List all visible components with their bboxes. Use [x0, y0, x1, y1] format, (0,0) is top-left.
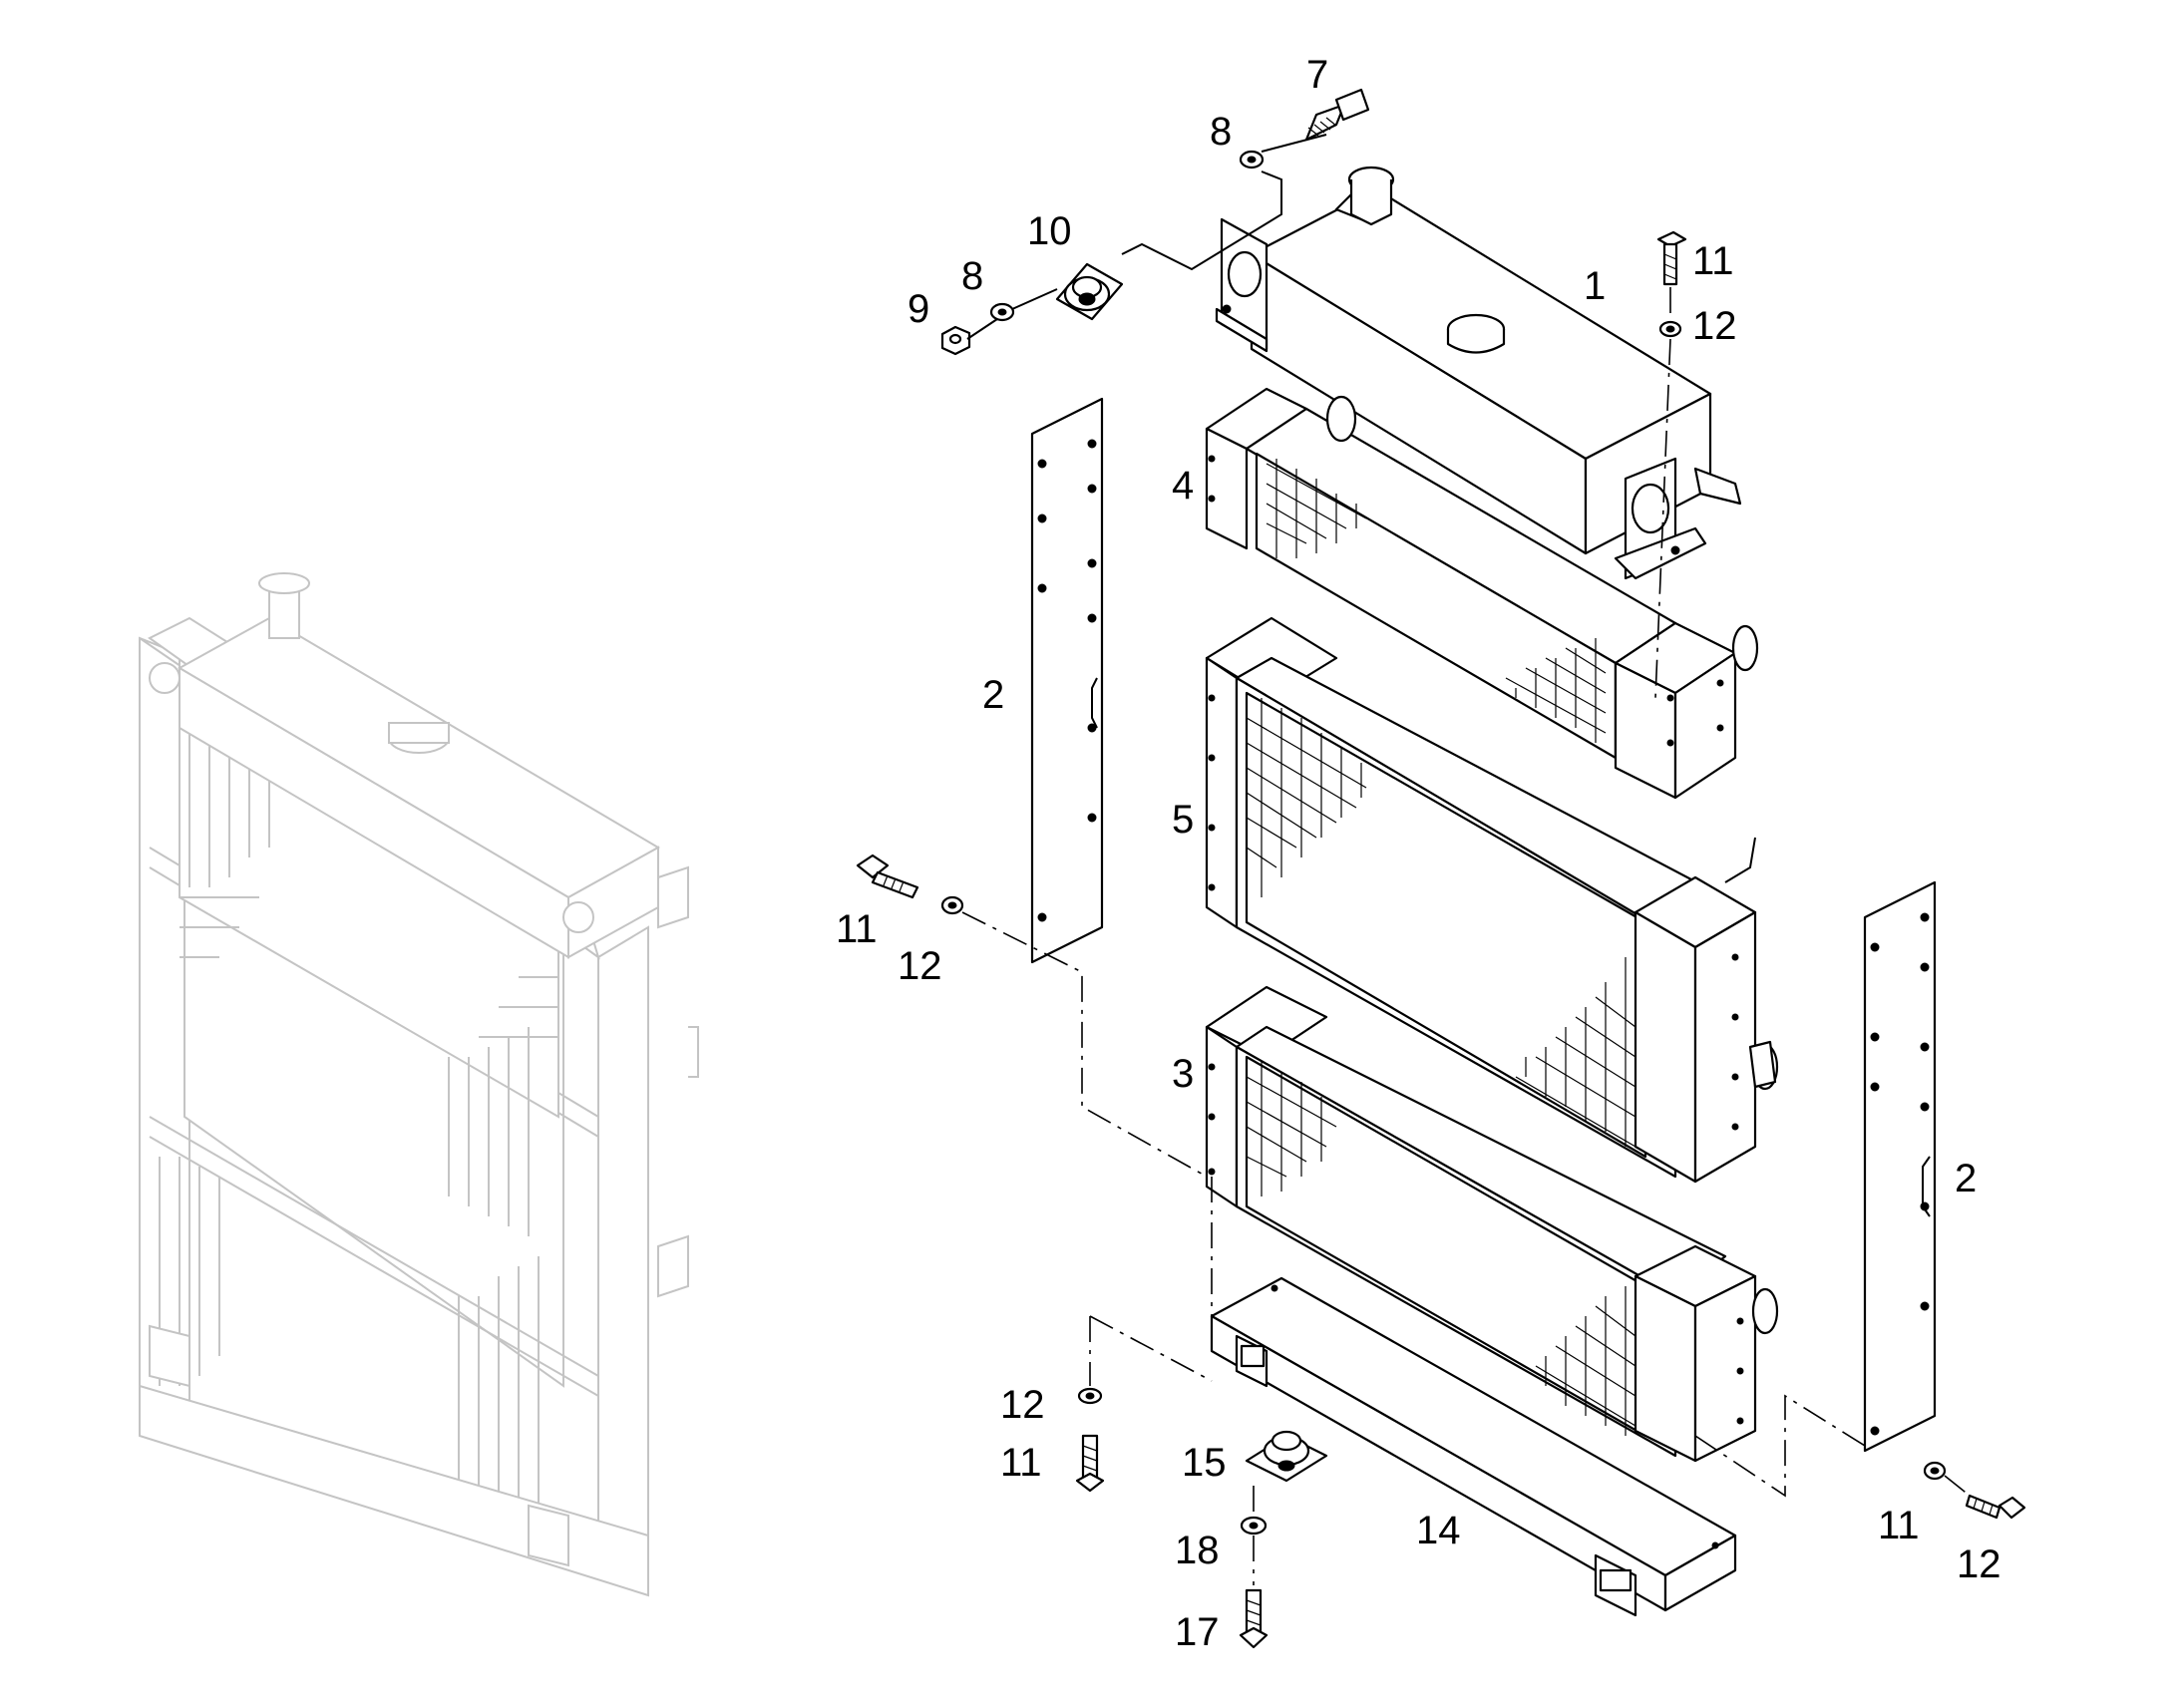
callout-3: 3 — [1172, 1052, 1194, 1096]
part-17-bolt — [1239, 1588, 1269, 1649]
callout-18: 18 — [1175, 1529, 1220, 1572]
part-1-top-tank — [1215, 166, 1742, 580]
callout-10: 10 — [1027, 209, 1072, 253]
part-3-lower-core — [1205, 985, 1779, 1463]
callout-12-left: 12 — [898, 944, 942, 988]
callout-labels: 1 2 2 3 4 5 7 8 8 9 10 11 12 11 12 12 11… — [836, 53, 2001, 1654]
callout-8-lower: 8 — [961, 254, 983, 298]
callout-5: 5 — [1172, 798, 1194, 842]
part-11-bolt-bottom-left — [1075, 1434, 1105, 1493]
part-11-bolt-left — [856, 854, 919, 899]
callout-11-bottom-left: 11 — [1000, 1441, 1042, 1485]
callout-2-right: 2 — [1955, 1157, 1977, 1200]
assembly-lines — [961, 134, 1971, 1585]
part-11-bolt-top — [1656, 230, 1687, 286]
part-12-washer-top — [1658, 320, 1682, 338]
callout-2-left: 2 — [982, 673, 1004, 717]
callout-12-bottom-right: 12 — [1957, 1542, 2001, 1586]
part-5-middle-core — [1205, 616, 1779, 1184]
assembled-radiator-ghost — [139, 572, 699, 1597]
callout-4: 4 — [1172, 464, 1194, 508]
part-7-bolt — [1304, 88, 1370, 142]
callout-8-upper: 8 — [1210, 110, 1232, 154]
callout-7: 7 — [1306, 53, 1328, 97]
callout-12-bottom-left: 12 — [1000, 1383, 1045, 1427]
callout-11-top: 11 — [1692, 239, 1734, 283]
part-9-nut — [940, 325, 971, 356]
callout-12-top: 12 — [1692, 304, 1737, 348]
part-12-washer-left — [940, 895, 964, 915]
part-2-side-panel-right — [1863, 880, 1937, 1453]
callout-15: 15 — [1182, 1441, 1227, 1485]
callout-1: 1 — [1584, 264, 1606, 308]
part-15-rubber-mount — [1245, 1430, 1328, 1483]
part-2-side-panel-left — [1030, 397, 1104, 964]
part-4-upper-core — [1205, 387, 1759, 800]
part-12-bolt-bottom-right — [1965, 1494, 2026, 1520]
callout-11-left: 11 — [836, 907, 878, 951]
part-8-washer-upper — [1239, 150, 1265, 170]
callout-17: 17 — [1175, 1610, 1220, 1654]
part-14-bottom-base — [1210, 1276, 1737, 1617]
part-11-washer-bottom-right — [1923, 1461, 1947, 1481]
part-12-washer-bottom-left — [1077, 1387, 1103, 1405]
part-18-washer — [1240, 1516, 1268, 1536]
callout-14: 14 — [1416, 1509, 1461, 1552]
callout-9: 9 — [908, 287, 929, 331]
part-8-washer-lower — [989, 302, 1015, 322]
part-10-rubber-mount — [1055, 262, 1124, 321]
callout-11-bottom-right: 11 — [1878, 1504, 1920, 1547]
